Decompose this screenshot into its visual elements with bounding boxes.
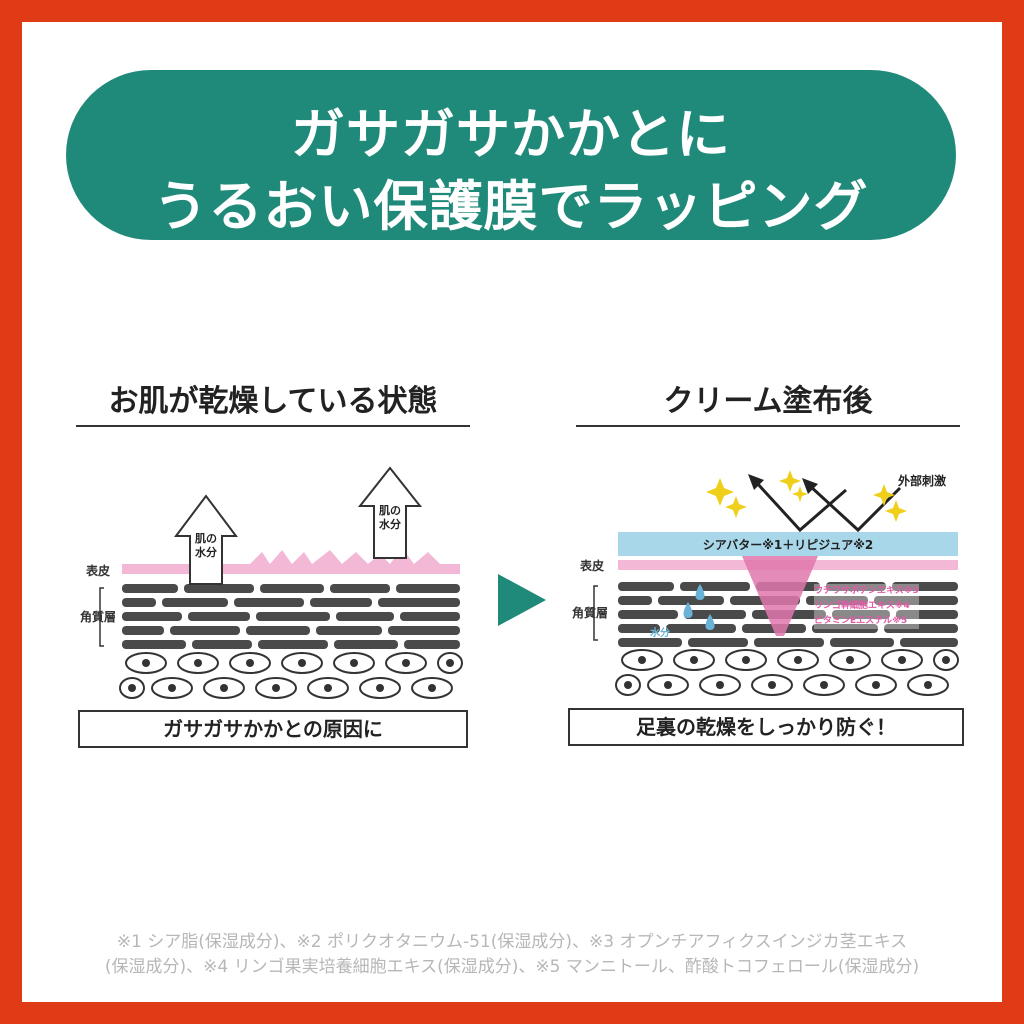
footnote-line-1: ※1 シア脂(保湿成分)、※2 ポリクオタニウム-51(保湿成分)、※3 オプン… <box>116 932 908 952</box>
water-drop-icon <box>683 584 715 630</box>
after-title: クリーム塗布後 <box>663 384 873 419</box>
headline-line-1: ガサガサかかとに <box>291 103 731 166</box>
before-diagram <box>99 466 463 699</box>
moisture-arrow-label-1: 肌の水分 <box>195 532 217 559</box>
after-caption: 足裏の乾燥をしっかり防ぐ！ <box>568 708 964 746</box>
moisture-arrow-icon-1 <box>174 494 238 585</box>
after-epidermis-label: 表皮 <box>580 559 605 573</box>
moisture-arrow-icon-2 <box>357 466 423 559</box>
barrier-label: シアバター※1＋リピジュア※2 <box>702 538 874 552</box>
ingredient-2: リンゴ幹細胞エキス※4 <box>814 601 910 611</box>
next-arrow-icon <box>498 574 546 626</box>
after-diagram <box>593 470 959 696</box>
headline-line-2: うるおい保護膜でラッピング <box>153 175 869 238</box>
barrier-film <box>618 532 958 556</box>
deflect-arrows-icon <box>754 480 902 533</box>
water-label: 水分 <box>650 628 670 639</box>
external-stimulus-label: 外部刺激 <box>898 474 947 488</box>
moisture-arrow-label-2: 肌の水分 <box>379 504 401 531</box>
sparkle-icon <box>706 470 907 522</box>
footnote: ※1 シア脂(保湿成分)、※2 ポリクオタニウム-51(保湿成分)、※3 オプン… <box>40 930 984 980</box>
before-caption: ガサガサかかとの原因に <box>78 710 468 748</box>
headline-banner: ガサガサかかとに うるおい保護膜でラッピング <box>66 70 956 240</box>
ingredient-1: ウチワサボテンエキス※3 <box>814 586 919 596</box>
after-stratum-layer <box>618 582 958 647</box>
before-cell-layer <box>119 652 463 699</box>
after-title-rule <box>576 425 960 427</box>
before-title: お肌が乾燥している状態 <box>108 384 438 419</box>
before-title-rule <box>76 425 470 427</box>
after-stratum-label: 角質層 <box>572 606 609 620</box>
footnote-line-2: (保湿成分)、※4 リンゴ果実培養細胞エキス(保湿成分)、※5 マンニトール、酢… <box>104 957 920 977</box>
ingredient-list: ウチワサボテンエキス※3 リンゴ幹細胞エキス※4 ビタミンEエステル※5 <box>814 584 919 629</box>
before-stratum-layer <box>122 584 460 649</box>
before-stratum-bracket <box>99 587 104 647</box>
before-rough-skin <box>250 548 440 564</box>
before-stratum-label: 角質層 <box>80 610 117 624</box>
after-stratum-bracket <box>593 585 598 641</box>
ingredient-3: ビタミンEエステル※5 <box>814 616 908 626</box>
penetration-funnel <box>742 556 818 636</box>
before-epidermis-band <box>122 564 460 574</box>
before-epidermis-label: 表皮 <box>86 564 111 578</box>
after-cell-layer <box>615 649 959 696</box>
